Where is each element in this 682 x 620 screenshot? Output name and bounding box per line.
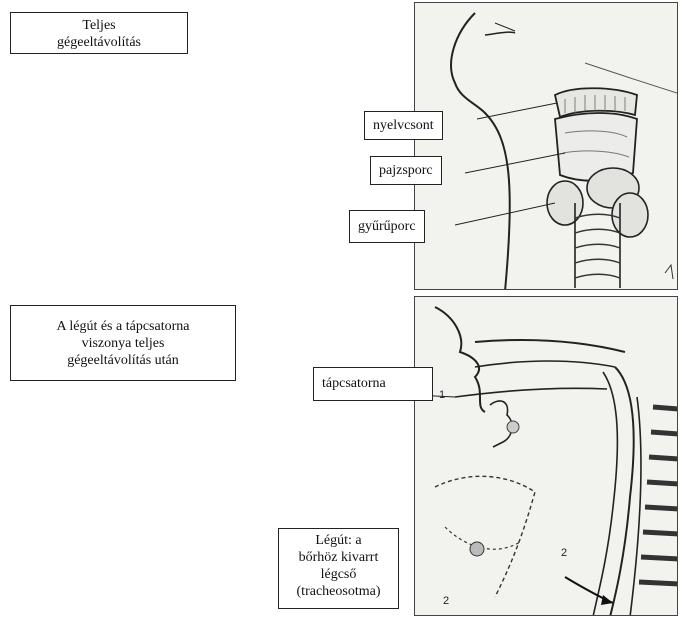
label-airway-stoma: Légút: a bőrhöz kivarrt légcső (tracheos… xyxy=(278,528,399,609)
airway-line-3: légcső xyxy=(279,566,398,583)
title-line-1: Teljes xyxy=(11,17,187,34)
caption-line-2: viszonya teljes xyxy=(11,335,235,352)
marker-2-stoma: 2 xyxy=(443,595,449,607)
airway-drawing xyxy=(415,297,678,616)
label-cricoid-cartilage: gyűrűporc xyxy=(349,210,425,243)
label-hyoid: nyelvcsont xyxy=(364,111,443,140)
caption-line-3: gégeeltávolítás után xyxy=(11,352,235,369)
title-line-2: gégeeltávolítás xyxy=(11,34,187,51)
caption-line-1: A légút és a tápcsatorna xyxy=(11,318,235,335)
airway-illustration: 1 2 2 xyxy=(414,296,678,616)
label-thyroid-cartilage: pajzsporc xyxy=(370,156,442,185)
caption-box: A légút és a tápcsatorna viszonya teljes… xyxy=(10,305,236,381)
marker-1: 1 xyxy=(439,389,445,401)
airway-line-4: (tracheosotma) xyxy=(279,583,398,600)
label-food-tract: tápcsatorna xyxy=(313,367,433,401)
title-box: Teljes gégeeltávolítás xyxy=(10,12,188,54)
airway-line-2: bőrhöz kivarrt xyxy=(279,549,398,566)
airway-line-1: Légút: a xyxy=(279,532,398,549)
larynx-illustration xyxy=(414,2,678,290)
marker-2-flow: 2 xyxy=(561,547,567,559)
larynx-drawing xyxy=(415,3,678,290)
